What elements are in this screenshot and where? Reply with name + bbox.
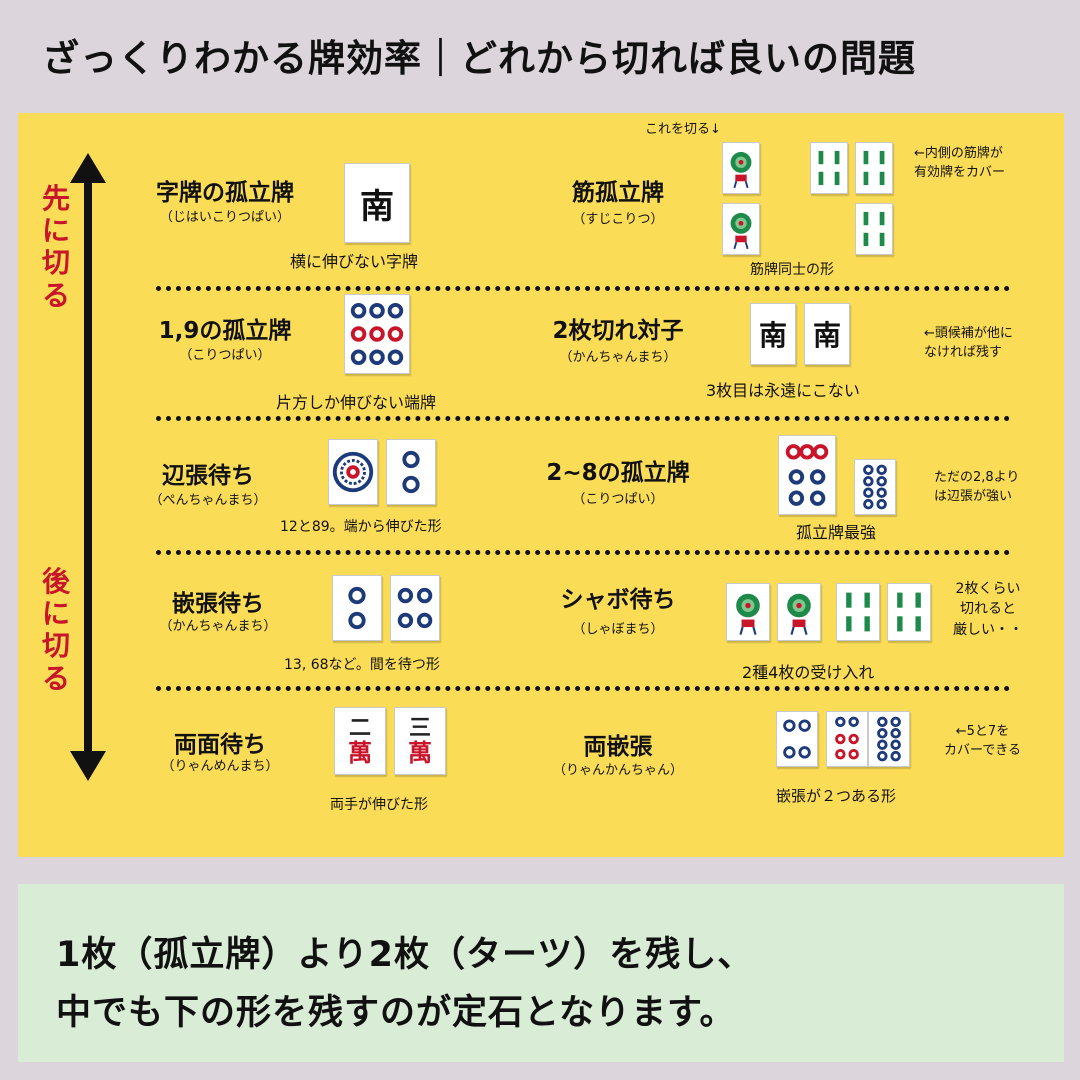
row2-left-caption: 12と89。端から伸びた形 bbox=[280, 519, 442, 535]
south-wind-tile: 南 bbox=[344, 163, 410, 243]
bamboo-4-tile bbox=[855, 142, 893, 194]
bamboo-4-tile bbox=[887, 583, 931, 641]
row1-right-note: ←頭候補が他に なければ残す bbox=[924, 326, 1013, 360]
row1-right-caption: 3枚目は永遠にこない bbox=[706, 381, 860, 400]
row3-right-reading: （しゃぼまち） bbox=[572, 622, 664, 637]
row-divider bbox=[156, 416, 1010, 421]
priority-arrow-icon bbox=[70, 153, 106, 781]
row3-left-label: 嵌張待ち bbox=[172, 591, 264, 617]
bamboo-1-tile bbox=[777, 583, 821, 641]
circles-9-tile bbox=[344, 294, 410, 374]
row4-left-reading: （りゃんめんまち） bbox=[161, 759, 279, 774]
cut-later-label: 後に切る bbox=[41, 565, 70, 695]
row3-right-note: 2枚くらい 切れると 厳しい・・ bbox=[953, 581, 1023, 638]
row4-right-caption: 嵌張が２つある形 bbox=[776, 787, 897, 805]
circles-4-tile bbox=[390, 575, 440, 641]
row1-right-reading: （かんちゃんまち） bbox=[559, 350, 677, 365]
row3-left-reading: （かんちゃんまち） bbox=[159, 619, 277, 634]
row3-left-caption: 13, 68など。間を待つ形 bbox=[284, 657, 440, 673]
row2-left-label: 辺張待ち bbox=[162, 463, 254, 489]
row-divider bbox=[156, 286, 1010, 291]
efficiency-panel: 先に切る 後に切る 字牌の孤立牌 （じはいこりつぱい） 南 横に伸びない字牌 筋… bbox=[18, 113, 1064, 857]
conclusion-box: 1枚（孤立牌）より2枚（ターツ）を残し、 中でも下の形を残すのが定石となります。 bbox=[18, 884, 1064, 1062]
row4-left-caption: 両手が伸びた形 bbox=[330, 797, 428, 813]
tile-suit: 萬 bbox=[348, 737, 372, 767]
row0-left-caption: 横に伸びない字牌 bbox=[290, 252, 419, 271]
south-wind-tile: 南 bbox=[750, 303, 796, 365]
conclusion-line-2: 中でも下の形を残すのが定石となります。 bbox=[56, 993, 736, 1033]
circles-4-tile bbox=[776, 711, 818, 767]
tile-number: 三 bbox=[408, 714, 431, 741]
row0-left-label: 字牌の孤立牌 bbox=[156, 180, 294, 206]
row0-left-reading: （じはいこりつぱい） bbox=[159, 210, 291, 225]
cut-first-label: 先に切る bbox=[41, 182, 70, 312]
row2-right-reading: （こりつぱい） bbox=[572, 492, 664, 507]
row0-cut-this-note: これを切る↓ bbox=[645, 122, 721, 137]
row0-right-reading: （すじこりつ） bbox=[572, 212, 664, 227]
row-divider bbox=[156, 550, 1010, 555]
bamboo-4-tile bbox=[836, 583, 880, 641]
row2-right-label: 2~8の孤立牌 bbox=[546, 460, 690, 486]
row3-right-label: シャボ待ち bbox=[560, 587, 676, 613]
bamboo-4-tile bbox=[855, 203, 893, 255]
row3-right-caption: 2種4枚の受け入れ bbox=[742, 663, 875, 682]
row4-right-reading: （りゃんかんちゃん） bbox=[552, 763, 683, 778]
character-2-tile: 二 萬 bbox=[334, 707, 386, 775]
circles-2-tile bbox=[332, 575, 382, 641]
circles-6-tile bbox=[826, 711, 868, 767]
circles-2-tile bbox=[386, 439, 436, 505]
row4-right-note: ←5と7を カバーできる bbox=[944, 724, 1021, 758]
bamboo-1-tile bbox=[722, 142, 760, 194]
row1-left-caption: 片方しか伸びない端牌 bbox=[276, 393, 437, 412]
row0-right-caption: 筋牌同士の形 bbox=[750, 262, 834, 278]
row4-right-label: 両嵌張 bbox=[583, 734, 653, 760]
row2-right-note: ただの2,8より は辺張が強い bbox=[934, 470, 1020, 504]
row-divider bbox=[156, 686, 1010, 691]
bamboo-1-tile bbox=[722, 203, 760, 255]
bamboo-1-tile bbox=[726, 583, 770, 641]
row4-left-label: 両面待ち bbox=[174, 732, 266, 758]
circles-8-tile bbox=[854, 459, 896, 515]
circles-8-tile bbox=[868, 711, 910, 767]
row1-left-reading: （こりつぱい） bbox=[179, 348, 271, 363]
conclusion-line-1: 1枚（孤立牌）より2枚（ターツ）を残し、 bbox=[56, 935, 754, 975]
row0-right-label: 筋孤立牌 bbox=[572, 180, 664, 206]
south-wind-tile: 南 bbox=[804, 303, 850, 365]
tile-number: 二 bbox=[348, 714, 371, 741]
row2-right-caption: 孤立牌最強 bbox=[796, 523, 877, 542]
tile-suit: 萬 bbox=[408, 737, 432, 767]
circles-5-tile bbox=[778, 435, 836, 515]
row1-left-label: 1,9の孤立牌 bbox=[158, 318, 292, 344]
row0-right-note: ←内側の筋牌が 有効牌をカバー bbox=[914, 146, 1006, 180]
row1-right-label: 2枚切れ対子 bbox=[552, 318, 684, 344]
page-title: ざっくりわかる牌効率｜どれから切れば良いの問題 bbox=[42, 37, 916, 80]
circles-1-tile bbox=[328, 439, 378, 505]
character-3-tile: 三 萬 bbox=[394, 707, 446, 775]
bamboo-4-tile bbox=[810, 142, 848, 194]
row2-left-reading: （ぺんちゃんまち） bbox=[149, 493, 267, 508]
